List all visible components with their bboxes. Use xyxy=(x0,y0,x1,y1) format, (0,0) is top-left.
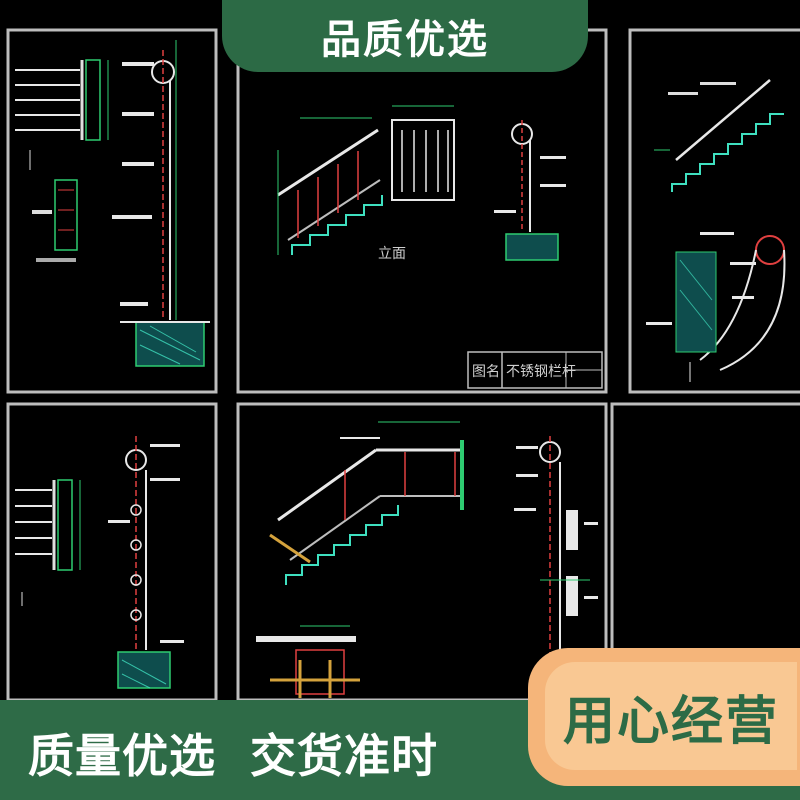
title-block: 图名 不锈钢栏杆 xyxy=(467,351,603,389)
railing-elevation-top-left xyxy=(15,59,109,262)
plan-detail-bottom-middle xyxy=(256,625,360,698)
post-detail-top-middle xyxy=(494,120,566,261)
cad-drawing: 立面 图名 不锈钢栏杆 xyxy=(0,0,800,700)
railing-elevation-bottom-left xyxy=(15,479,81,606)
stair-railing-bottom-middle xyxy=(269,421,464,585)
stair-railing-top-middle: 立面 xyxy=(277,117,406,262)
title-block-label: 图名 xyxy=(472,364,500,380)
badge-text: 用心经营 xyxy=(562,691,779,752)
title-block-value: 不锈钢栏杆 xyxy=(506,364,576,380)
panel-bottom-middle xyxy=(236,402,608,700)
post-detail-top-left xyxy=(112,40,210,367)
bottom-slogan: 质量优选 交货准时 xyxy=(28,729,439,783)
railing-section-top-middle xyxy=(391,105,455,201)
panel-bottom-left xyxy=(6,402,218,700)
post-detail-bottom-left xyxy=(108,436,184,689)
panel-top-left xyxy=(6,28,218,394)
top-banner: 品质优选 xyxy=(222,0,588,72)
top-banner-text: 品质优选 xyxy=(321,17,489,63)
panel-top-right xyxy=(628,28,800,394)
panel-bottom-right xyxy=(610,402,800,700)
badge: 用心经营 xyxy=(545,662,797,770)
stair-detail-top-right xyxy=(646,79,786,382)
svg-text:立面: 立面 xyxy=(378,246,406,262)
post-detail-bottom-middle xyxy=(514,436,598,690)
